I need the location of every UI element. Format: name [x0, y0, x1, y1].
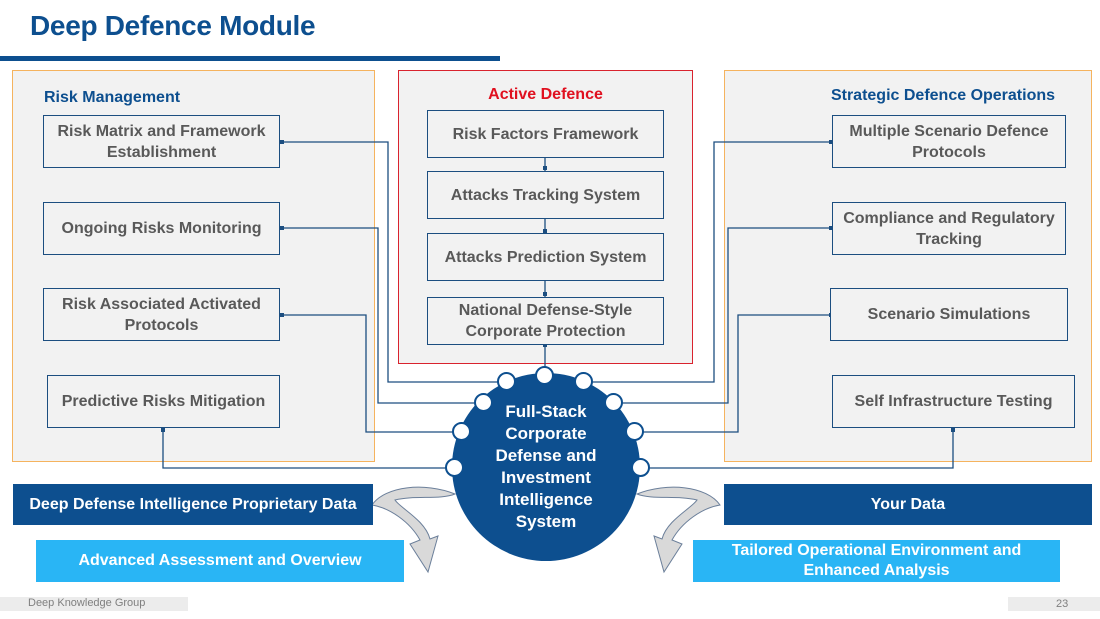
hub-node: [574, 372, 593, 391]
hub-node: [625, 422, 644, 441]
link-end-8: [951, 428, 955, 432]
hub-node: [631, 458, 650, 477]
link-multiple-scenario: [585, 141, 832, 383]
link-end-5: [829, 140, 833, 144]
link-end-9: [543, 166, 547, 170]
predictive-mitigation-box: Predictive Risks Mitigation: [47, 375, 280, 428]
risk-factors-box: Risk Factors Framework: [427, 110, 664, 158]
link-end-12: [543, 343, 547, 347]
link-self-testing: [640, 430, 954, 469]
link-end-4: [161, 428, 165, 432]
attacks-prediction-box: Attacks Prediction System: [427, 233, 664, 281]
scenario-simulations-box: Scenario Simulations: [830, 288, 1068, 341]
risk-matrix-box: Risk Matrix and Framework Establishment: [43, 115, 280, 168]
attacks-tracking-box: Attacks Tracking System: [427, 171, 664, 219]
title-underline: [0, 56, 500, 61]
hub-node: [535, 366, 554, 385]
hub-node: [445, 458, 464, 477]
page-title: Deep Defence Module: [30, 10, 316, 41]
link-end-2: [280, 226, 284, 230]
assessment-overview-bar: Advanced Assessment and Overview: [36, 540, 404, 582]
hub-node: [497, 372, 516, 391]
link-end-10: [543, 229, 547, 233]
hub-node: [474, 393, 493, 412]
link-risk-matrix: [280, 141, 500, 383]
link-ongoing-risks: [280, 227, 478, 404]
link-compliance: [614, 227, 832, 404]
link-predictive-mitigation: [162, 430, 455, 469]
link-scenario-simulations: [634, 314, 832, 433]
tailored-environment-bar: Tailored Operational Environment and Enh…: [693, 540, 1060, 582]
multiple-scenario-box: Multiple Scenario Defence Protocols: [832, 115, 1066, 168]
hub-node: [604, 393, 623, 412]
footer-right-bar: [1008, 597, 1100, 611]
link-end-11: [543, 292, 547, 296]
your-data-bar: Your Data: [724, 484, 1092, 525]
link-end-3: [280, 313, 284, 317]
link-end-6: [829, 226, 833, 230]
link-risk-protocols: [280, 314, 462, 433]
compliance-box: Compliance and Regulatory Tracking: [832, 202, 1066, 255]
active-defence-heading: Active Defence: [488, 86, 603, 103]
proprietary-data-bar: Deep Defense Intelligence Proprietary Da…: [13, 484, 373, 525]
strategic-ops-heading: Strategic Defence Operations: [830, 87, 1056, 104]
hub-label: Full-Stack Corporate Defense and Investm…: [495, 402, 597, 531]
risk-management-heading: Risk Management: [44, 89, 181, 106]
curved-arrow-left: [371, 486, 457, 574]
hub-node: [452, 422, 471, 441]
corporate-protection-box: National Defense-Style Corporate Protect…: [427, 297, 664, 345]
footer-company: Deep Knowledge Group: [28, 597, 146, 609]
risk-protocols-box: Risk Associated Activated Protocols: [43, 288, 280, 341]
ongoing-risks-box: Ongoing Risks Monitoring: [43, 202, 280, 255]
footer-left-bar: [0, 597, 188, 611]
page-number: 23: [1056, 598, 1069, 610]
curved-arrow-right: [635, 486, 721, 574]
link-end-1: [280, 140, 284, 144]
self-testing-box: Self Infrastructure Testing: [832, 375, 1075, 428]
